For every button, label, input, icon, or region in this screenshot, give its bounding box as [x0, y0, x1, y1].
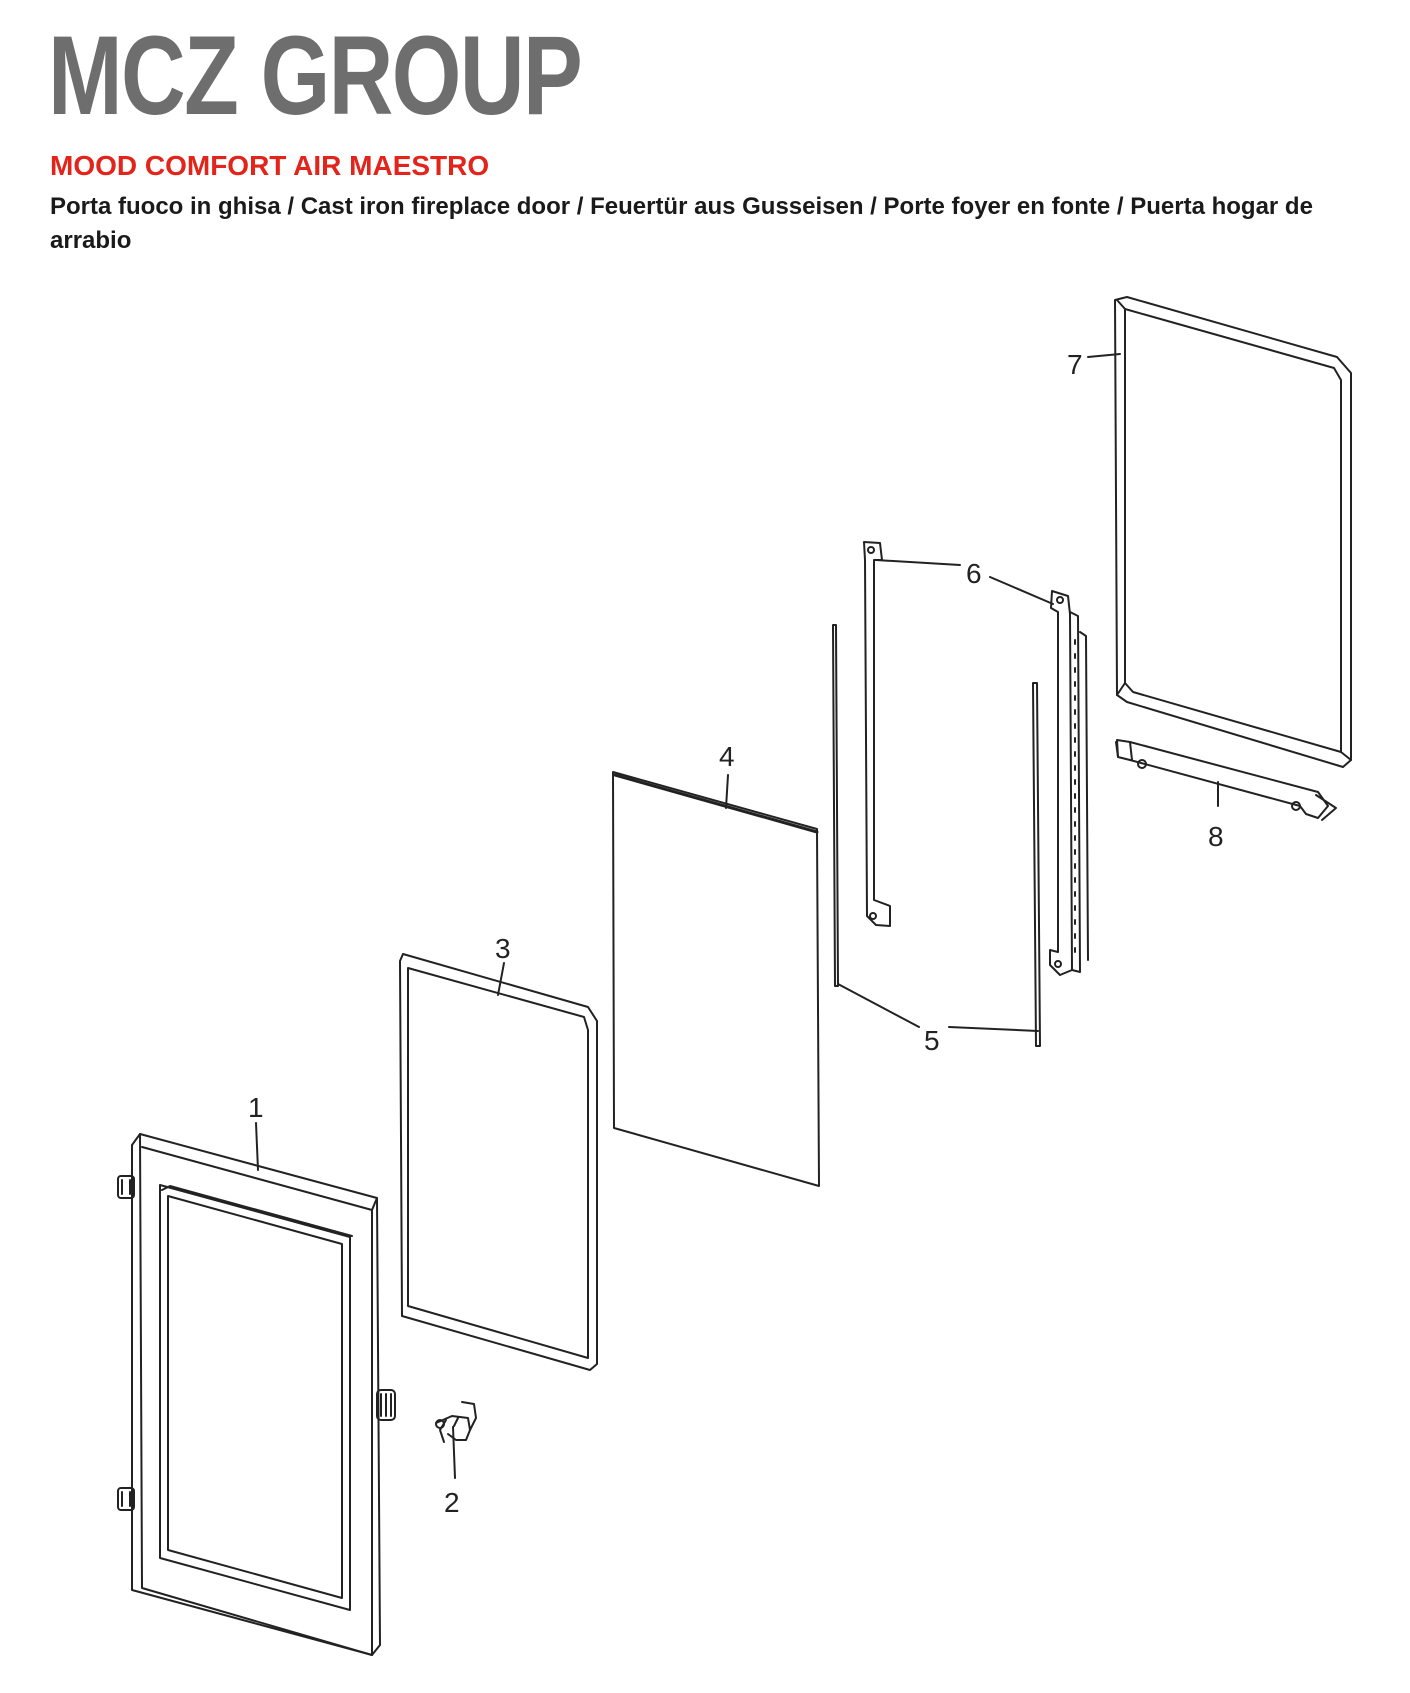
label-part-2: 2	[444, 1487, 460, 1518]
part-5-strips	[832, 624, 1041, 1047]
label-part-1: 1	[248, 1092, 264, 1123]
label-part-8: 8	[1208, 821, 1224, 852]
part-4-glass	[612, 771, 820, 1187]
label-part-5: 5	[924, 1025, 940, 1056]
model-title: MOOD COMFORT AIR MAESTRO	[50, 150, 490, 181]
brand-logo: MCZ GROUP	[48, 13, 583, 138]
label-part-4: 4	[719, 741, 735, 772]
leader-lines	[255, 353, 1219, 1479]
part-description: Porta fuoco in ghisa / Cast iron firepla…	[50, 193, 1313, 254]
label-part-3: 3	[495, 933, 511, 964]
part-2-latch	[435, 1401, 477, 1443]
part-6-brackets	[863, 541, 1089, 976]
part-7-frame	[1114, 296, 1352, 768]
part-8-bracket	[1115, 739, 1337, 821]
label-part-6: 6	[966, 558, 982, 589]
label-part-7: 7	[1067, 349, 1083, 380]
part-1-door	[117, 1133, 396, 1656]
part-3-gasket	[399, 953, 598, 1371]
